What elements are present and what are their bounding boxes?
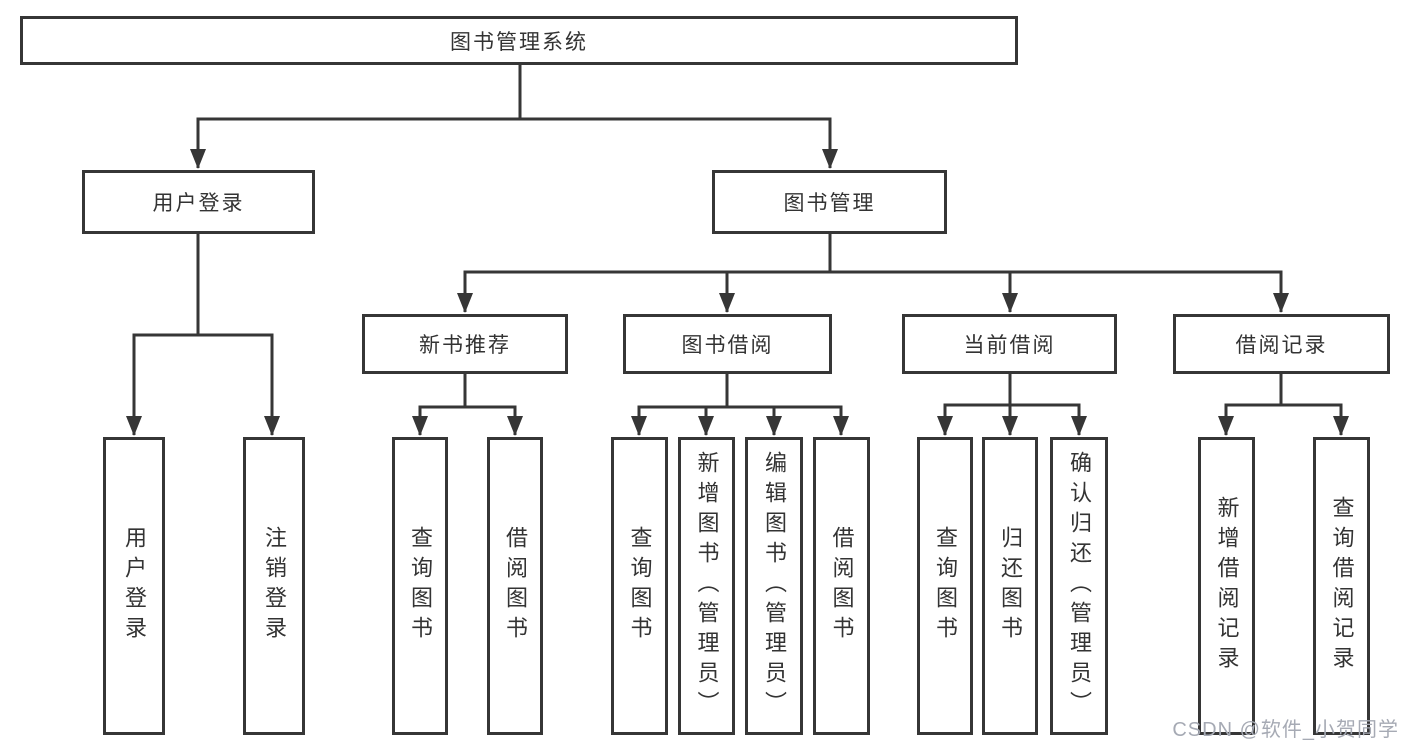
node-book-borrow: 图书借阅 [623,314,832,374]
leaf-borrow-books: 借阅图书 [813,437,870,735]
leaf-add-borrow-record: 新增借阅记录 [1198,437,1255,735]
node-user-login-group: 用户登录 [82,170,315,234]
leaf-confirm-return-admin: 确认归还（管理员） [1050,437,1108,735]
leaf-borrow-books-recommend: 借阅图书 [487,437,543,735]
leaf-query-books-recommend: 查询图书 [392,437,448,735]
node-book-management: 图书管理 [712,170,947,234]
watermark-text: CSDN @软件_小贺同学 [1172,719,1399,741]
node-borrow-records: 借阅记录 [1173,314,1390,374]
node-current-borrow: 当前借阅 [902,314,1117,374]
leaf-user-login: 用户登录 [103,437,165,735]
node-library-management-system: 图书管理系统 [20,16,1018,65]
leaf-logout: 注销登录 [243,437,305,735]
leaf-return-books: 归还图书 [982,437,1038,735]
leaf-query-borrow-record: 查询借阅记录 [1313,437,1370,735]
node-new-book-recommend: 新书推荐 [362,314,568,374]
leaf-query-books-borrow: 查询图书 [611,437,668,735]
leaf-query-books-current: 查询图书 [917,437,973,735]
leaf-add-books-admin: 新增图书（管理员） [678,437,735,735]
leaf-edit-books-admin: 编辑图书（管理员） [745,437,803,735]
